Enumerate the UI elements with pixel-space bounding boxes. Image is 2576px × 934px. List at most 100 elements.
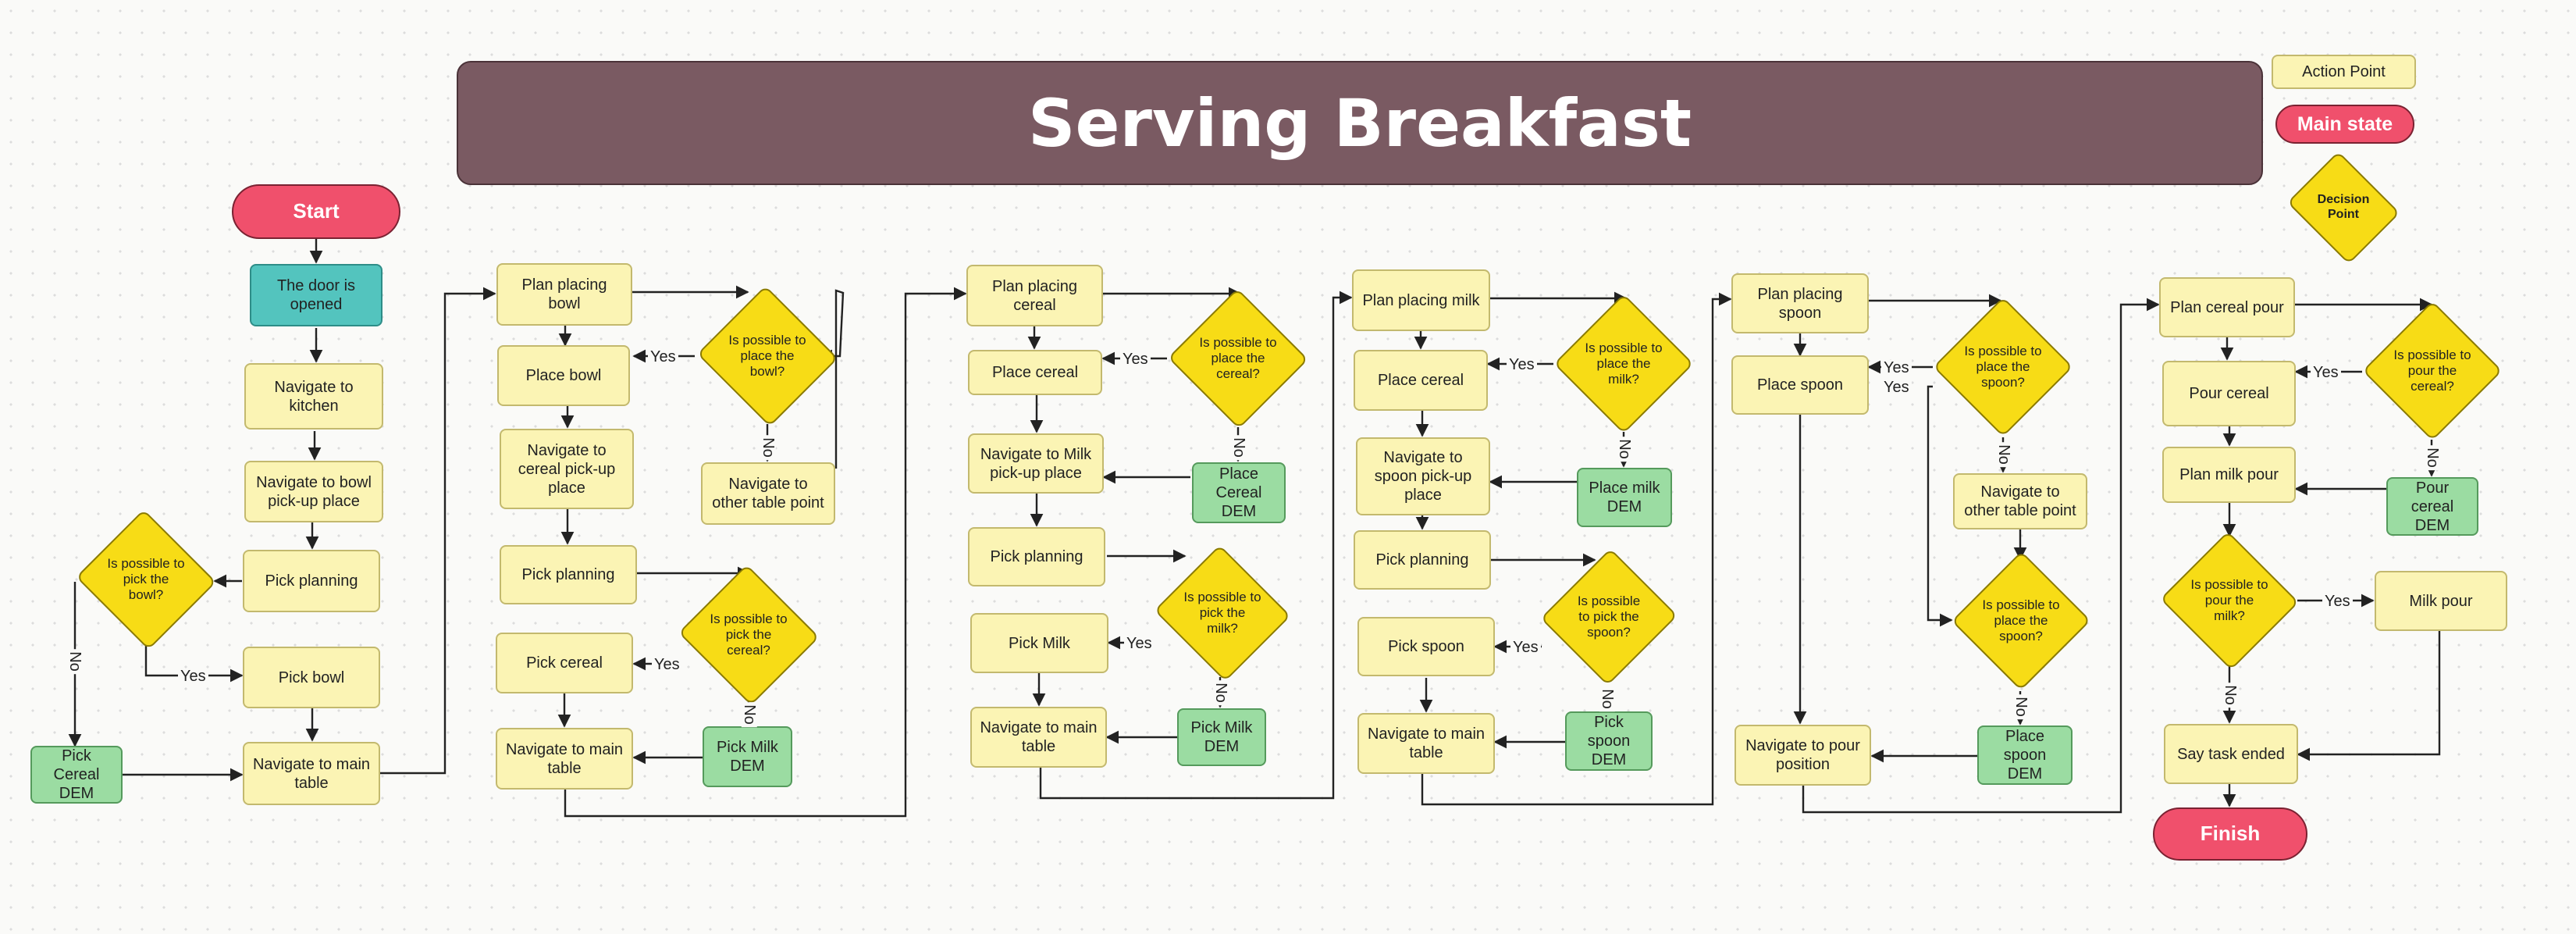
edge-label-yes: Yes	[1510, 640, 1541, 655]
decision-label: Is possible to place the spoon?	[1964, 343, 2042, 390]
legend-decision-point: Decision Point	[2282, 156, 2405, 259]
edge	[1421, 292, 1732, 806]
decision-pour-milk: Is possible to pour the milk?	[2158, 533, 2300, 668]
legend-action-point: Action Point	[2272, 55, 2416, 89]
pick-milk-node: Pick Milk	[970, 613, 1108, 673]
finish-node: Finish	[2153, 807, 2307, 861]
navigate-kitchen-node: Navigate to kitchen	[244, 363, 383, 430]
edge	[144, 643, 244, 683]
edge	[1927, 385, 1953, 627]
navigate-pour-node: Navigate to pour position	[1735, 725, 1871, 786]
navigate-bowl-node: Navigate to bowl pick-up place	[244, 461, 383, 522]
pick-planning-node: Pick planning	[1354, 530, 1491, 590]
edge-label-no: No	[2222, 683, 2239, 708]
place-bowl-node: Place bowl	[497, 345, 630, 406]
pour-cereal-dem-node: Pour cereal DEM	[2386, 477, 2478, 536]
plan-placing-bowl-node: Plan placing bowl	[496, 263, 632, 326]
edge-label-yes: Yes	[648, 349, 678, 365]
plan-cereal-pour-node: Plan cereal pour	[2159, 277, 2295, 337]
pick-spoon-dem-node: Pick spoon DEM	[1565, 711, 1653, 771]
place-spoon-dem-node: Place spoon DEM	[1977, 725, 2073, 785]
edge-label-yes: Yes	[178, 668, 208, 684]
pick-cereal-dem-node: Pick Cereal DEM	[30, 746, 123, 804]
pick-planning-node: Pick planning	[500, 545, 637, 604]
navigate-other-table-node: Navigate to other table point	[1953, 473, 2087, 529]
edge-label-yes: Yes	[2311, 365, 2341, 380]
edge	[564, 287, 967, 818]
plan-placing-cereal-node: Plan placing cereal	[966, 265, 1103, 326]
plan-placing-milk-node: Plan placing milk	[1352, 269, 1490, 331]
decision-label: Is possible to place the spoon?	[1982, 597, 2060, 644]
edge	[1802, 298, 2160, 814]
edge-label-yes: Yes	[652, 657, 682, 672]
pick-planning-node: Pick planning	[968, 527, 1105, 586]
plan-placing-spoon-node: Plan placing spoon	[1731, 273, 1869, 333]
edge-label-no: No	[741, 702, 758, 727]
pick-cereal-node: Pick cereal	[496, 633, 633, 693]
decision-pick-cereal: Is possible to pick the cereal?	[676, 566, 821, 704]
edge-label-no: No	[1616, 437, 1633, 462]
place-cereal-node: Place cereal	[1354, 350, 1488, 411]
decision-place-bowl: Is possible to place the bowl?	[695, 287, 840, 425]
decision-label: Is possible to pick the bowl?	[107, 555, 185, 603]
decision-label: Is possible to pick the spoon?	[1577, 593, 1641, 640]
navigate-main-table-node: Navigate to main table	[1357, 713, 1495, 774]
edge-label-yes: Yes	[2322, 594, 2353, 609]
edge	[1039, 291, 1353, 800]
decision-label: Is possible to pour the cereal?	[2393, 347, 2471, 394]
pick-milk-dem-node: Pick Milk DEM	[1177, 708, 1266, 766]
decision-label: Is possible to pick the milk?	[1183, 589, 1261, 636]
place-cereal-node: Place cereal	[968, 350, 1102, 395]
edge-label-yes: Yes	[1507, 357, 1537, 373]
navigate-main-table-node: Navigate to main table	[243, 742, 380, 805]
diagram-title: Serving Breakfast	[457, 61, 2263, 185]
decision-place-milk: Is possible to place the milk?	[1553, 294, 1694, 434]
door-opened-node: The door is opened	[250, 264, 382, 326]
decision-label: Is possible to pick the cereal?	[710, 611, 788, 658]
plan-milk-pour-node: Plan milk pour	[2162, 447, 2296, 503]
navigate-spoon-node: Navigate to spoon pick-up place	[1356, 437, 1490, 515]
edge-label-no: No	[2424, 445, 2441, 470]
edge-label-yes: Yes	[1120, 351, 1151, 367]
pour-cereal-node: Pour cereal	[2162, 361, 2296, 426]
navigate-main-table-node: Navigate to main table	[496, 728, 633, 790]
edge-label-yes: Yes	[1124, 636, 1155, 651]
milk-pour-node: Milk pour	[2375, 571, 2507, 631]
decision-place-spoon-1: Is possible to place the spoon?	[1933, 297, 2073, 437]
edge-label-no: No	[2012, 694, 2030, 719]
edge-label-no: No	[1230, 435, 1247, 460]
place-spoon-node: Place spoon	[1731, 355, 1869, 415]
edge	[380, 287, 496, 775]
place-cereal-dem-node: Place Cereal DEM	[1192, 462, 1286, 523]
decision-label: Is possible to pour the milk?	[2190, 576, 2268, 624]
decision-pick-milk: Is possible to pick the milk?	[1151, 547, 1293, 679]
edge-label-no: No	[1995, 442, 2012, 467]
edge-label-no: No	[1212, 680, 1229, 705]
pick-milk-dem-node: Pick Milk DEM	[703, 726, 792, 787]
place-milk-dem-node: Place milk DEM	[1577, 468, 1672, 527]
navigate-main-table-node: Navigate to main table	[970, 707, 1107, 768]
start-node: Start	[232, 184, 400, 239]
decision-place-spoon-2: Is possible to place the spoon?	[1952, 551, 2090, 691]
edge-label-no: No	[760, 435, 777, 460]
decision-pour-cereal: Is possible to pour the cereal?	[2362, 301, 2503, 441]
decision-pick-bowl: Is possible to pick the bowl?	[73, 512, 219, 647]
decision-pick-spoon: Is possible to pick the spoon?	[1542, 547, 1676, 687]
navigate-cereal-node: Navigate to cereal pick-up place	[500, 429, 634, 509]
edge	[2297, 631, 2441, 761]
pick-bowl-node: Pick bowl	[243, 647, 380, 708]
edge-label-yes: Yes	[1881, 360, 1912, 376]
decision-label: Is possible to place the milk?	[1585, 340, 1663, 387]
edge-label-yes: Yes	[1881, 380, 1912, 395]
say-task-ended-node: Say task ended	[2164, 724, 2298, 784]
navigate-other-table-node: Navigate to other table point	[701, 462, 835, 525]
decision-label: Is possible to place the cereal?	[1199, 334, 1277, 382]
pick-planning-node: Pick planning	[243, 550, 380, 612]
edge-label-no: No	[1599, 686, 1616, 711]
pick-spoon-node: Pick spoon	[1357, 617, 1495, 676]
legend-decision-label: Decision Point	[2317, 193, 2370, 221]
decision-place-cereal: Is possible to place the cereal?	[1167, 289, 1309, 428]
decision-label: Is possible to place the bowl?	[728, 332, 806, 380]
legend-main-state: Main state	[2275, 105, 2414, 144]
navigate-milk-node: Navigate to Milk pick-up place	[968, 433, 1104, 494]
